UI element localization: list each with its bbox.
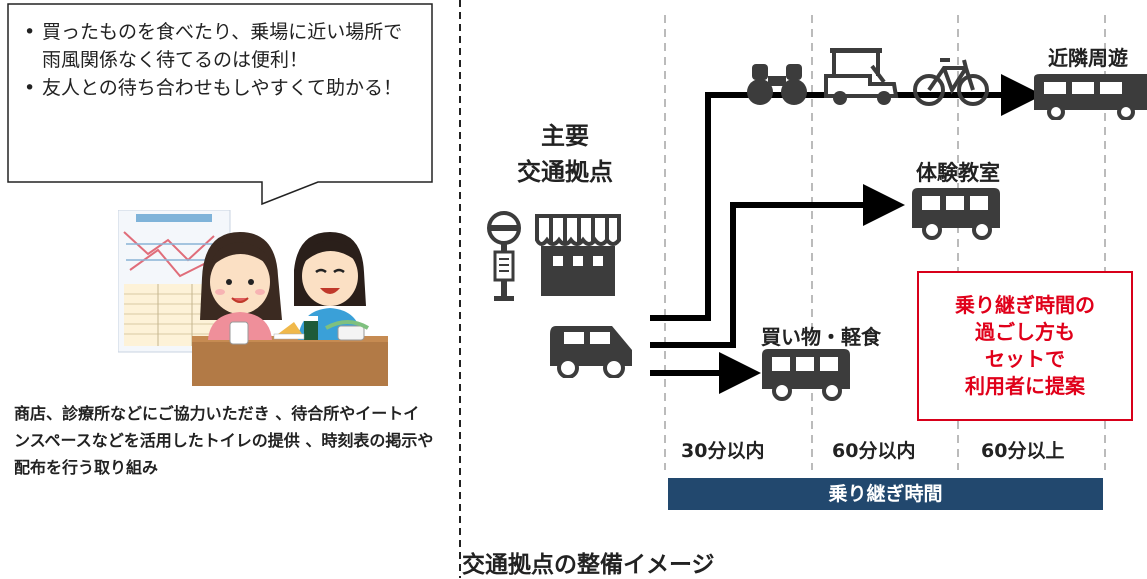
golf-cart-icon	[824, 48, 899, 105]
time-range-60: 60分以内	[832, 440, 916, 462]
proposal-callout: 乗り継ぎ時間の 過ごし方も セットで 利用者に提案	[917, 271, 1133, 421]
proposal-callout-text: 乗り継ぎ時間の 過ごし方も セットで 利用者に提案	[955, 293, 1095, 398]
car-icon	[550, 326, 632, 378]
bus-icon	[762, 349, 850, 401]
bicycle-icon	[913, 58, 989, 106]
figure-caption: 交通拠点の整備イメージ	[462, 552, 715, 578]
arrow-to-workshop	[650, 184, 905, 348]
binoculars-icon	[747, 64, 807, 105]
hub-title: 主要 交通拠点	[517, 122, 613, 186]
speech-bubble-text: 買ったものを食べたり、乗場に近い場所で雨風関係なく待てるのは便利！ 友人との待ち…	[20, 18, 410, 102]
destination-shopping-label: 買い物・軽食	[761, 325, 881, 349]
bubble-item: 友人との待ち合わせもしやすくて助かる！	[20, 74, 410, 102]
initiative-description: 商店、診療所などにご協力いただき 、待合所やイートインスペースなどを活用したトイ…	[14, 404, 434, 477]
time-range-30: 30分以内	[681, 440, 765, 462]
destination-sightseeing-label: 近隣周遊	[1048, 46, 1128, 70]
transfer-time-axis: 乗り継ぎ時間	[668, 478, 1103, 510]
destination-workshop-label: 体験教室	[916, 161, 1000, 185]
bubble-item: 買ったものを食べたり、乗場に近い場所で雨風関係なく待てるのは便利！	[20, 18, 410, 74]
woman-left-icon	[200, 232, 282, 345]
bus-stop-icon	[487, 211, 521, 301]
cafe-illustration	[118, 210, 388, 386]
divider	[459, 0, 461, 578]
time-range-over60: 60分以上	[981, 440, 1065, 462]
shop-icon	[535, 214, 621, 296]
bus-icon	[912, 188, 1000, 240]
bus-icon	[1034, 74, 1147, 120]
